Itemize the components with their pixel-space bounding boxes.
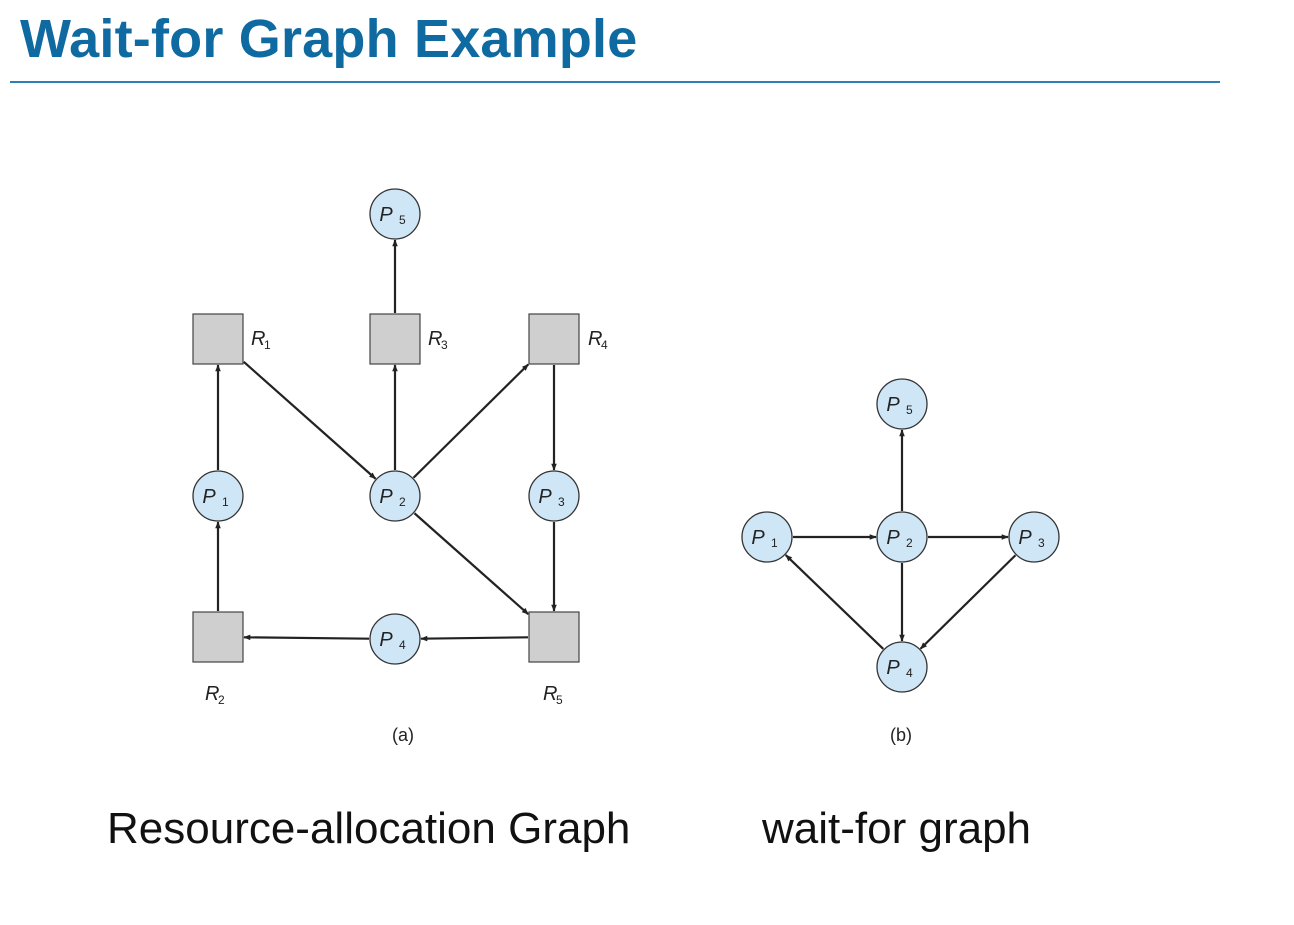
process-letter: P [379,204,393,226]
process-subscript: 4 [906,666,913,680]
resource-subscript: 2 [218,693,225,707]
graph-a-edge-p2-to-r5 [413,512,529,615]
graph-a-resource-r2: R2 [192,611,244,707]
process-subscript: 3 [558,495,565,509]
resource-subscript: 3 [441,338,448,352]
graph-a-caption: (a) [392,725,414,745]
process-node-circle [876,511,928,563]
graph-a-resource-r1: R1 [192,313,271,365]
resource-subscript: 4 [601,338,608,352]
graph-b-caption: (b) [890,725,912,745]
resource-letter: R [205,683,219,705]
process-subscript: 1 [771,536,778,550]
graph-a-edge-r1-to-p2 [243,361,377,480]
title-underline [10,81,1220,83]
wait-for-caption: wait-for graph [762,804,1032,853]
page-title: Wait-for Graph Example [20,9,638,69]
process-node-circle [369,613,421,665]
graph-a-resource-r3: R3 [369,313,448,365]
process-subscript: 2 [399,495,406,509]
process-node-circle [369,470,421,522]
resource-letter: R [588,328,602,350]
graph-a-resource-r4: R4 [528,313,608,365]
resource-letter: R [543,683,557,705]
resource-node-box [369,313,421,365]
process-node-circle [876,378,928,430]
process-node-circle [369,188,421,240]
resource-node-box [528,611,580,663]
resource-subscript: 1 [264,338,271,352]
resource-node-box [192,611,244,663]
resource-node-box [528,313,580,365]
process-node-circle [876,641,928,693]
process-node-circle [1008,511,1060,563]
process-node-circle [741,511,793,563]
resource-node-box [192,313,244,365]
process-node-circle [192,470,244,522]
resource-letter: R [251,328,265,350]
graph-b-edge-p4-to-p1 [784,554,885,650]
graph-a-resource-r5: R5 [528,611,580,707]
process-subscript: 4 [399,638,406,652]
process-subscript: 2 [906,536,913,550]
graph-a-edge-r5-to-p4 [420,635,529,642]
graph-a-edge-p4-to-r2 [243,634,370,641]
process-node-circle [528,470,580,522]
process-letter: P [202,486,216,508]
process-letter: P [886,527,900,549]
resource-subscript: 5 [556,693,563,707]
process-subscript: 5 [906,403,913,417]
graph-b-edges [784,429,1017,650]
process-letter: P [886,657,900,679]
resource-allocation-caption: Resource-allocation Graph [107,804,631,853]
process-subscript: 5 [399,213,406,227]
process-letter: P [886,394,900,416]
process-subscript: 3 [1038,536,1045,550]
process-letter: P [538,486,552,508]
graph-a-edges [215,239,557,642]
resource-letter: R [428,328,442,350]
process-subscript: 1 [222,495,229,509]
graph-a-edge-p2-to-r4 [412,363,530,479]
process-letter: P [379,629,393,651]
process-letter: P [751,527,765,549]
process-letter: P [1018,527,1032,549]
process-letter: P [379,486,393,508]
graph-b-edge-p3-to-p4 [919,554,1017,650]
